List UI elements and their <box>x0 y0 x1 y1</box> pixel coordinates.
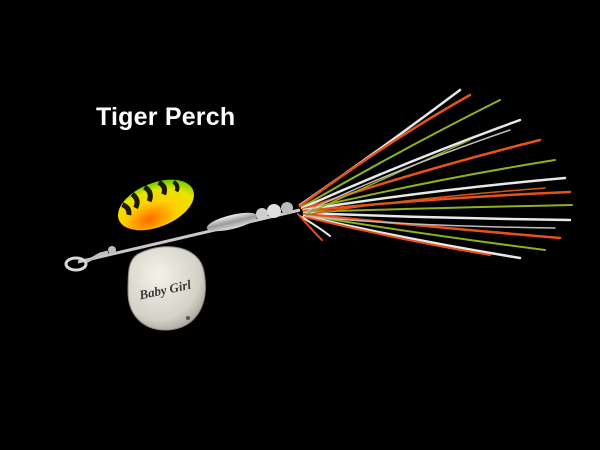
spinner-blade: Baby Girl <box>127 246 206 331</box>
snap-swivel <box>64 246 116 272</box>
clevis-bead <box>206 212 258 232</box>
bead <box>281 202 293 214</box>
bead <box>267 204 281 218</box>
skirt <box>297 88 573 260</box>
lure-body <box>118 179 194 231</box>
product-title: Tiger Perch <box>96 103 236 131</box>
bead <box>256 208 268 220</box>
